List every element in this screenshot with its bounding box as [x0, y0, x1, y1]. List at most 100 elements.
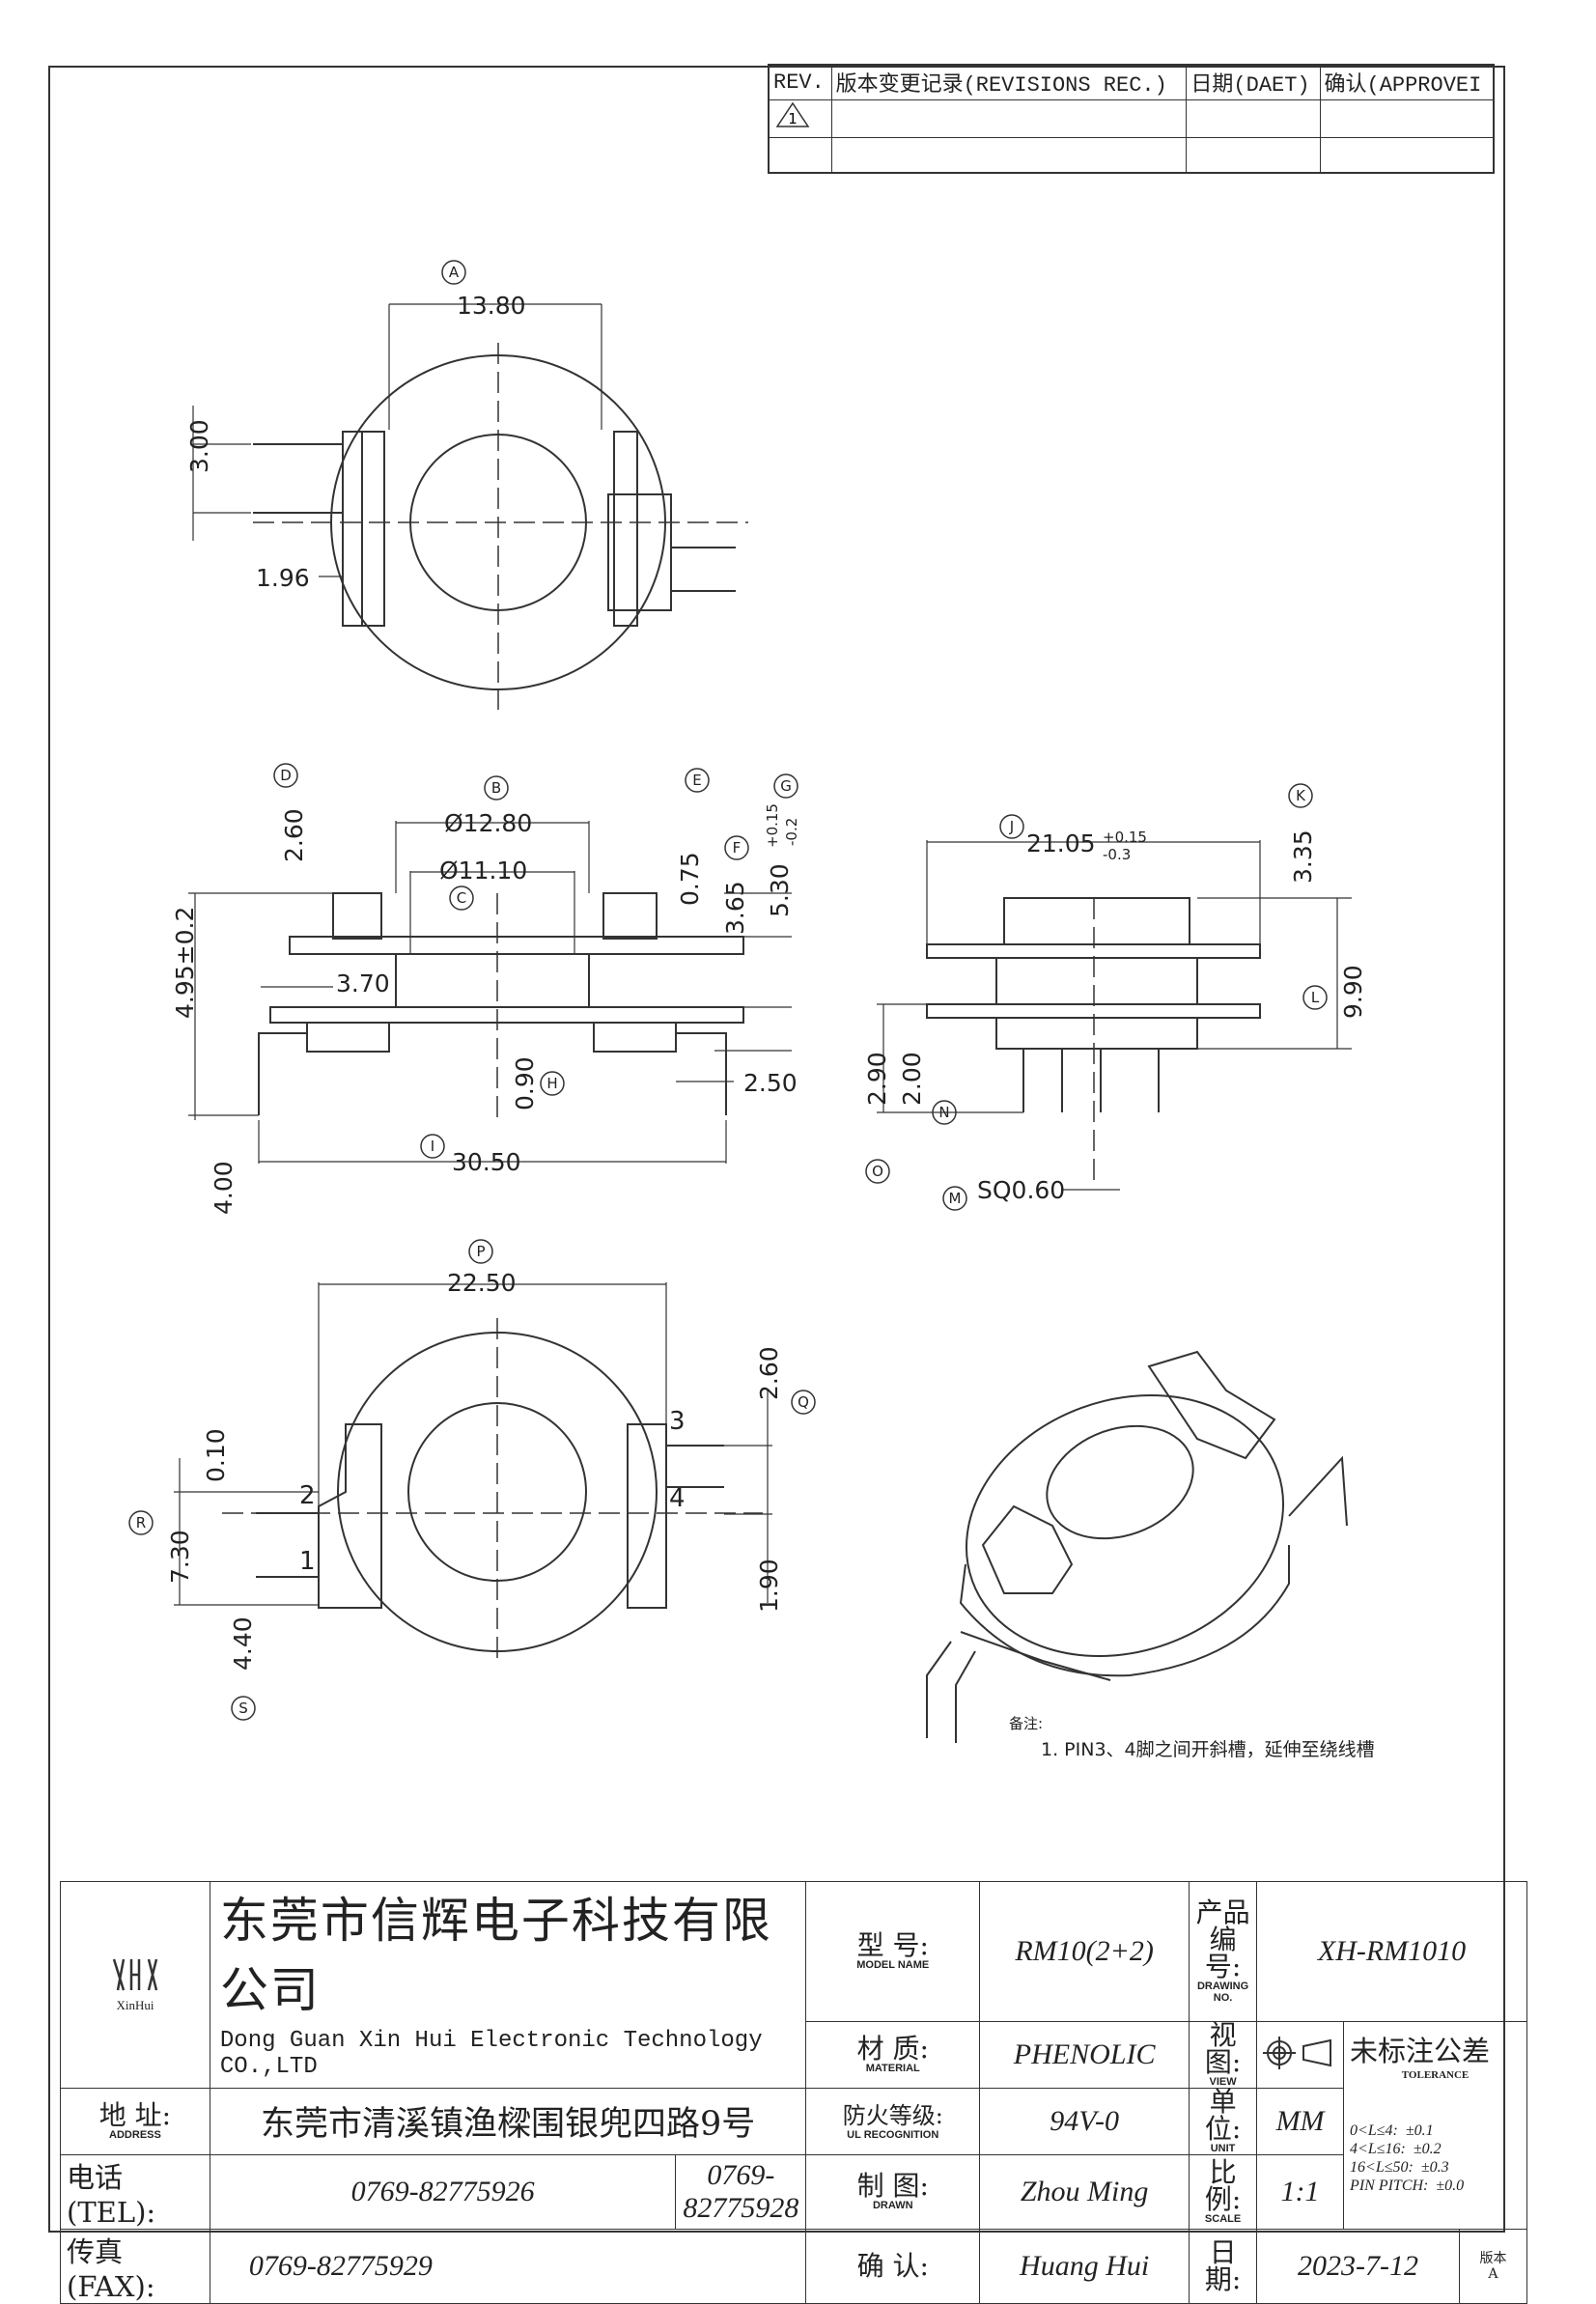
- side-view: [877, 840, 1352, 1191]
- svg-text:E: E: [692, 772, 701, 789]
- confirm-value: Huang Hui: [979, 2228, 1190, 2304]
- drawing-no-value: XH-RM1010: [1256, 1881, 1527, 2022]
- dim-sq0-60: SQ0.60: [977, 1176, 1065, 1204]
- svg-text:O: O: [872, 1163, 883, 1180]
- model-label-cell: 型 号:MODEL NAME: [805, 1881, 981, 2022]
- front-left-foot: [306, 1022, 390, 1053]
- dim-4-00: 4.00: [210, 1161, 238, 1215]
- ref-c: C: [449, 885, 474, 911]
- note-1: 1. PIN3、4脚之间开斜槽，延伸至绕线槽: [1041, 1739, 1375, 1760]
- ref-e: E: [685, 768, 710, 793]
- ref-i: I: [420, 1134, 445, 1159]
- dim-3-00: 3.00: [185, 419, 213, 473]
- front-view: [188, 821, 792, 1164]
- dim-0-10: 0.10: [202, 1428, 230, 1482]
- iso-right-block: [1147, 1350, 1276, 1460]
- iso-left-block: [981, 1504, 1074, 1594]
- dim-7-30: 7.30: [166, 1530, 194, 1584]
- dim-3-70: 3.70: [336, 969, 390, 997]
- top-left-slot: [342, 431, 363, 627]
- tolerance-table: 0<L≤4: ±0.1 4<L≤16: ±0.2 16<L≤50: ±0.3 P…: [1343, 2088, 1527, 2230]
- svg-text:B: B: [491, 779, 501, 797]
- scale-value: 1:1: [1256, 2153, 1345, 2230]
- ref-n: N: [932, 1100, 957, 1125]
- front-pin-right: [676, 1032, 727, 1115]
- reference-markers: A B C D E F G H I J K L M N O P Q R S: [128, 260, 1328, 1721]
- ref-r: R: [128, 1510, 154, 1535]
- svg-text:F: F: [733, 839, 742, 857]
- ref-f: F: [724, 835, 749, 860]
- ref-q: Q: [791, 1390, 816, 1415]
- dim-21-05-minus: -0.3: [1103, 846, 1131, 863]
- svg-text:N: N: [938, 1104, 949, 1121]
- dim-13-80: 13.80: [457, 292, 526, 320]
- svg-text:H: H: [546, 1075, 557, 1092]
- tolerance-row: 4<L≤16: ±0.2: [1350, 2140, 1442, 2157]
- front-bottom-flange: [269, 1006, 744, 1024]
- top-left-flange: [361, 431, 385, 627]
- material-label-cell: 材 质:MATERIAL: [805, 2020, 981, 2089]
- date-header: 日期(DAET): [1186, 64, 1321, 100]
- svg-text:J: J: [1009, 818, 1014, 835]
- dim-2-60-bottom: 2.60: [755, 1346, 783, 1400]
- title-block: XinHui 东莞市信辉电子科技有限公司 型 号:MODEL NAME RM10…: [60, 1881, 1528, 2304]
- tolerance-row: PIN PITCH: ±0.0: [1350, 2177, 1465, 2194]
- pin-label-4: 4: [669, 1484, 686, 1513]
- svg-text:D: D: [280, 767, 292, 784]
- iso-base-edge: [960, 1631, 1111, 1681]
- dim-3-35: 3.35: [1289, 829, 1317, 884]
- svg-text:G: G: [780, 777, 792, 795]
- pin-label-2: 2: [299, 1481, 316, 1510]
- tolerance-row: 0<L≤4: ±0.1: [1350, 2121, 1434, 2139]
- approve-header: 确认(APPROVEI: [1319, 64, 1495, 100]
- confirm-label: 确 认:: [805, 2228, 981, 2304]
- rev-header: REV.: [768, 64, 832, 100]
- tolerance-row: 16<L≤50: ±0.3: [1350, 2158, 1449, 2176]
- unit-value: MM: [1256, 2087, 1345, 2155]
- rev-triangle-cell: 1: [768, 98, 832, 139]
- ref-o: O: [865, 1159, 890, 1184]
- revision-row: 1: [768, 98, 1495, 139]
- front-core-tube: [395, 953, 590, 1008]
- side-top-cap: [1003, 897, 1190, 945]
- company-en: Dong Guan Xin Hui Electronic Technology …: [209, 2021, 807, 2089]
- version-label: 版本: [1479, 2250, 1507, 2266]
- iso-pin-right: [1288, 1455, 1348, 1527]
- dim-4-40: 4.40: [229, 1616, 257, 1671]
- ref-m: M: [942, 1186, 967, 1211]
- svg-text:L: L: [1311, 989, 1320, 1006]
- dim-1-96: 1.96: [256, 564, 310, 592]
- dim-0-75: 0.75: [676, 852, 704, 906]
- iso-pin-left-1: [926, 1641, 952, 1738]
- view-label-cell: 视 图:VIEW: [1189, 2020, 1258, 2089]
- dim-5-30-minus: -0.2: [783, 818, 800, 846]
- svg-text:A: A: [449, 264, 460, 281]
- fax-label: 传真(FAX):: [60, 2228, 210, 2304]
- notes-title: 备注:: [1009, 1715, 1043, 1732]
- drawing-no-label-cell: 产品编号:DRAWING NO.: [1189, 1881, 1258, 2022]
- dim-21-05: 21.05: [1026, 829, 1096, 857]
- ref-b: B: [484, 775, 509, 801]
- ref-a: A: [441, 260, 466, 285]
- dim-2-00: 2.00: [898, 1052, 926, 1106]
- model-value: RM10(2+2): [979, 1881, 1190, 2022]
- revision-header-row: REV. 版本变更记录(REVISIONS REC.) 日期(DAET) 确认(…: [768, 64, 1495, 100]
- logo: XinHui: [60, 1881, 210, 2089]
- iso-side-wall: [959, 1545, 1290, 1677]
- notes: 备注: 1. PIN3、4脚之间开斜槽，延伸至绕线槽: [1009, 1715, 1375, 1760]
- ul-label-cell: 防火等级:UL RECOGNITION: [805, 2087, 981, 2155]
- top-view: [192, 303, 748, 710]
- rev-approve-cell: [1319, 98, 1495, 139]
- date-value: 2023-7-12: [1256, 2228, 1460, 2304]
- drawn-label-cell: 制 图:DRAWN: [805, 2153, 981, 2230]
- ref-k: K: [1288, 783, 1313, 808]
- bottom-left-boss: [318, 1423, 382, 1609]
- address-value: 东莞市清溪镇渔樑围银兜四路9号: [209, 2087, 807, 2155]
- address-label-cell: 地 址:ADDRESS: [60, 2087, 210, 2155]
- side-base: [995, 1017, 1198, 1050]
- xinhui-logo-icon: [112, 1958, 158, 1991]
- dim-0-90: 0.90: [511, 1056, 539, 1110]
- tel-2: 0769-82775928: [675, 2153, 807, 2230]
